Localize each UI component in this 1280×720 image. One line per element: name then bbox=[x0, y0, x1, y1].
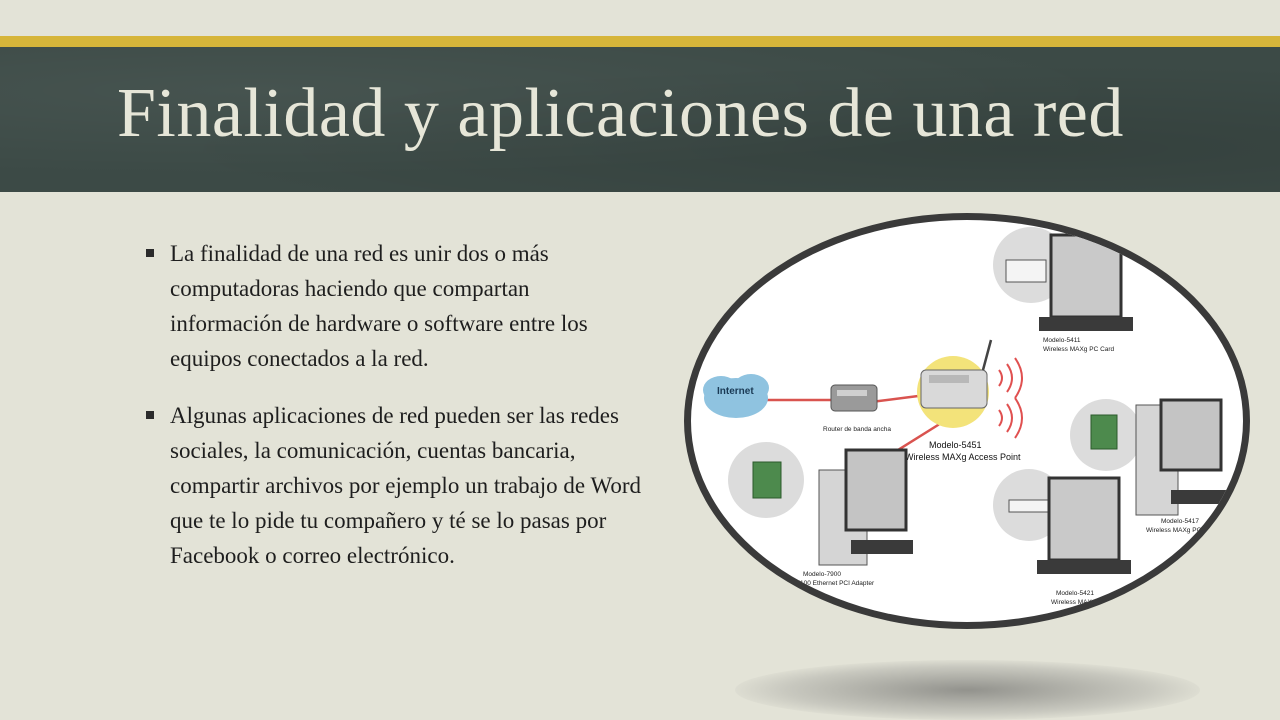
access-point-model: Modelo-5451 bbox=[929, 440, 982, 450]
laptop-top-name: Wireless MAXg PC Card bbox=[1043, 346, 1115, 353]
desktop-computer-icon bbox=[1135, 398, 1226, 516]
bullet-text: Algunas aplicaciones de red pueden ser l… bbox=[170, 403, 641, 568]
picture-shadow bbox=[735, 660, 1200, 720]
internet-label: Internet bbox=[717, 386, 754, 397]
desktop-computer-icon bbox=[818, 448, 913, 566]
internet-cloud-icon bbox=[703, 374, 769, 418]
router-label: Router de banda ancha bbox=[823, 426, 891, 433]
access-point-name: Wireless MAXg Access Point bbox=[905, 452, 1021, 462]
slide-title: Finalidad y aplicaciones de una red bbox=[117, 75, 1124, 152]
square-bullet-icon bbox=[146, 249, 154, 257]
desktop-right-model: Modelo-5417 bbox=[1161, 518, 1199, 525]
bullet-item: Algunas aplicaciones de red pueden ser l… bbox=[146, 398, 646, 573]
pc-card-icon bbox=[1005, 259, 1047, 283]
router-icon bbox=[830, 384, 878, 412]
laptop-top-model: Modelo-5411 bbox=[1043, 337, 1081, 344]
laptop-bottom-name: Wireless MAX bbox=[1051, 599, 1092, 606]
desktop-left-name: 10/100 Ethernet PCI Adapter bbox=[791, 580, 875, 587]
bullet-text: La finalidad de una red es unir dos o má… bbox=[170, 241, 588, 371]
access-point-icon bbox=[920, 339, 993, 409]
laptop-bottom-model: Modelo-5421 bbox=[1056, 590, 1094, 597]
wifi-waves-icon bbox=[998, 357, 1023, 439]
accent-bar bbox=[0, 36, 1280, 47]
network-diagram: Internet Router de banda ancha Modelo-54… bbox=[703, 227, 1226, 606]
bullet-list: La finalidad de una red es unir dos o má… bbox=[146, 236, 646, 595]
bullet-item: La finalidad de una red es unir dos o má… bbox=[146, 236, 646, 376]
desktop-right-name: Wireless MAXg PCI A bbox=[1146, 527, 1210, 534]
ethernet-card-icon bbox=[752, 461, 782, 499]
square-bullet-icon bbox=[146, 411, 154, 419]
usb-adapter-icon bbox=[1008, 499, 1052, 513]
title-band bbox=[0, 47, 1280, 192]
laptop-icon bbox=[1037, 476, 1131, 574]
desktop-left-model: Modelo-7900 bbox=[803, 571, 841, 578]
pci-card-icon bbox=[1090, 414, 1118, 450]
laptop-icon bbox=[1039, 233, 1133, 331]
router-ap-link bbox=[870, 393, 927, 404]
network-diagram-picture: Internet Router de banda ancha Modelo-54… bbox=[684, 213, 1250, 629]
